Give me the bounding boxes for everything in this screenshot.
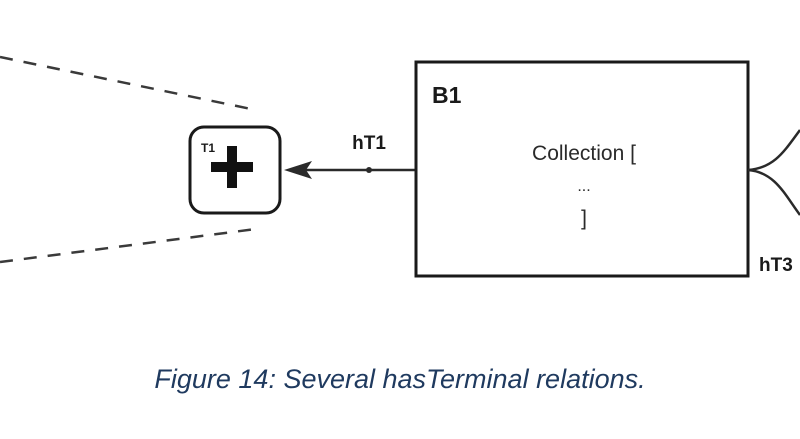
dashed-line-upper	[0, 55, 257, 112]
plus-icon-horizontal	[211, 162, 253, 172]
block-b1[interactable]: B1 Collection [ ... ]	[414, 60, 750, 278]
edge-ht3-label: hT3	[759, 255, 793, 276]
edge-midpoint-dot	[366, 167, 372, 173]
terminal-label: T1	[201, 141, 215, 155]
edge-ht1-label: hT1	[352, 133, 386, 154]
fork-upper-curve	[747, 129, 800, 172]
block-title: B1	[432, 82, 462, 108]
dashed-line-lower	[0, 227, 257, 264]
terminal-node-t1[interactable]: T1	[188, 125, 282, 215]
block-line-3: ]	[581, 207, 587, 230]
block-line-1: Collection [	[532, 142, 636, 165]
arrowhead-icon	[284, 161, 312, 179]
block-b1-box	[414, 60, 750, 278]
edge-ht1: hT1	[284, 133, 416, 179]
block-line-2: ...	[577, 178, 590, 195]
fork-lower-curve	[747, 168, 800, 216]
edge-fork-right: hT3	[747, 129, 800, 276]
figure-caption: Figure 14: Several hasTerminal relations…	[154, 364, 646, 394]
